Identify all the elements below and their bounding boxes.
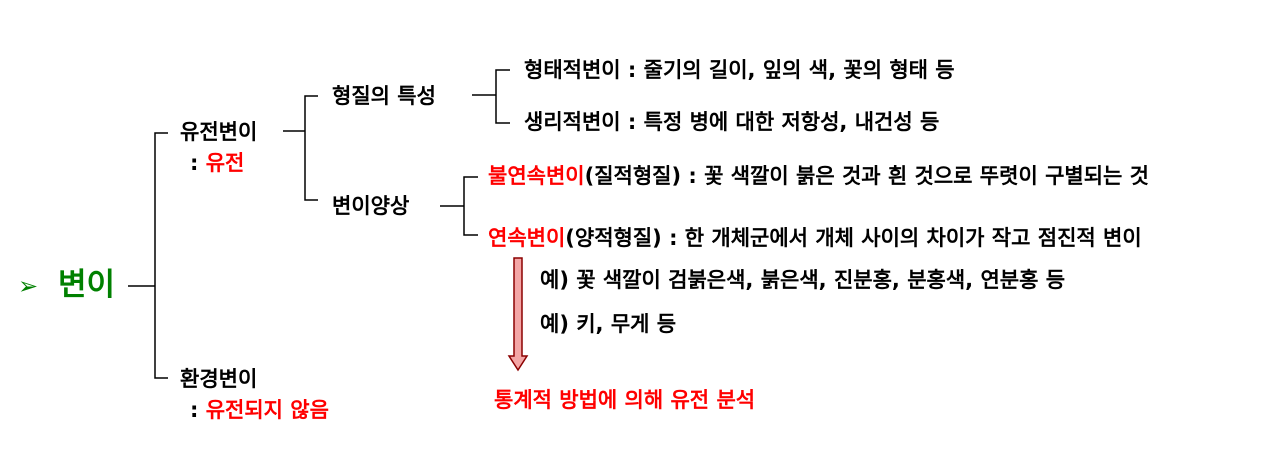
pattern-label: 변이양상 [332,194,410,218]
root-bullet-icon: ➢ [18,272,39,300]
hereditary-bracket [304,95,318,201]
environmental-note: : 유전되지 않음 [190,398,329,422]
hereditary-label: 유전변이 [180,120,258,144]
example-height-weight: 예) 키, 무게 등 [540,312,677,336]
hereditary-note: : 유전 [190,151,245,175]
down-arrow-icon [507,257,529,372]
trait-label: 형질의 특성 [332,84,436,108]
trait-item-physiological: 생리적변이 : 특정 병에 대한 저항성, 내건성 등 [524,110,940,134]
continuous-variation: 연속변이(양적형질) : 한 개체군에서 개체 사이의 차이가 작고 점진적 변… [488,226,1142,250]
discontinuous-variation: 불연속변이(질적형질) : 꽃 색깔이 붉은 것과 흰 것으로 뚜렷이 구별되는… [488,164,1149,188]
statistical-analysis: 통계적 방법에 의해 유전 분석 [494,388,756,412]
trait-item-morphological: 형태적변이 : 줄기의 길이, 잎의 색, 꽃의 형태 등 [524,58,955,82]
pattern-bracket [463,176,478,236]
example-flower-color: 예) 꽃 색깔이 검붉은색, 붉은색, 진분홍, 분홍색, 연분홍 등 [540,268,1066,292]
root-label: 변이 [58,267,116,303]
trait-bracket [495,69,510,124]
main-bracket [154,132,168,379]
environmental-label: 환경변이 [180,367,258,391]
